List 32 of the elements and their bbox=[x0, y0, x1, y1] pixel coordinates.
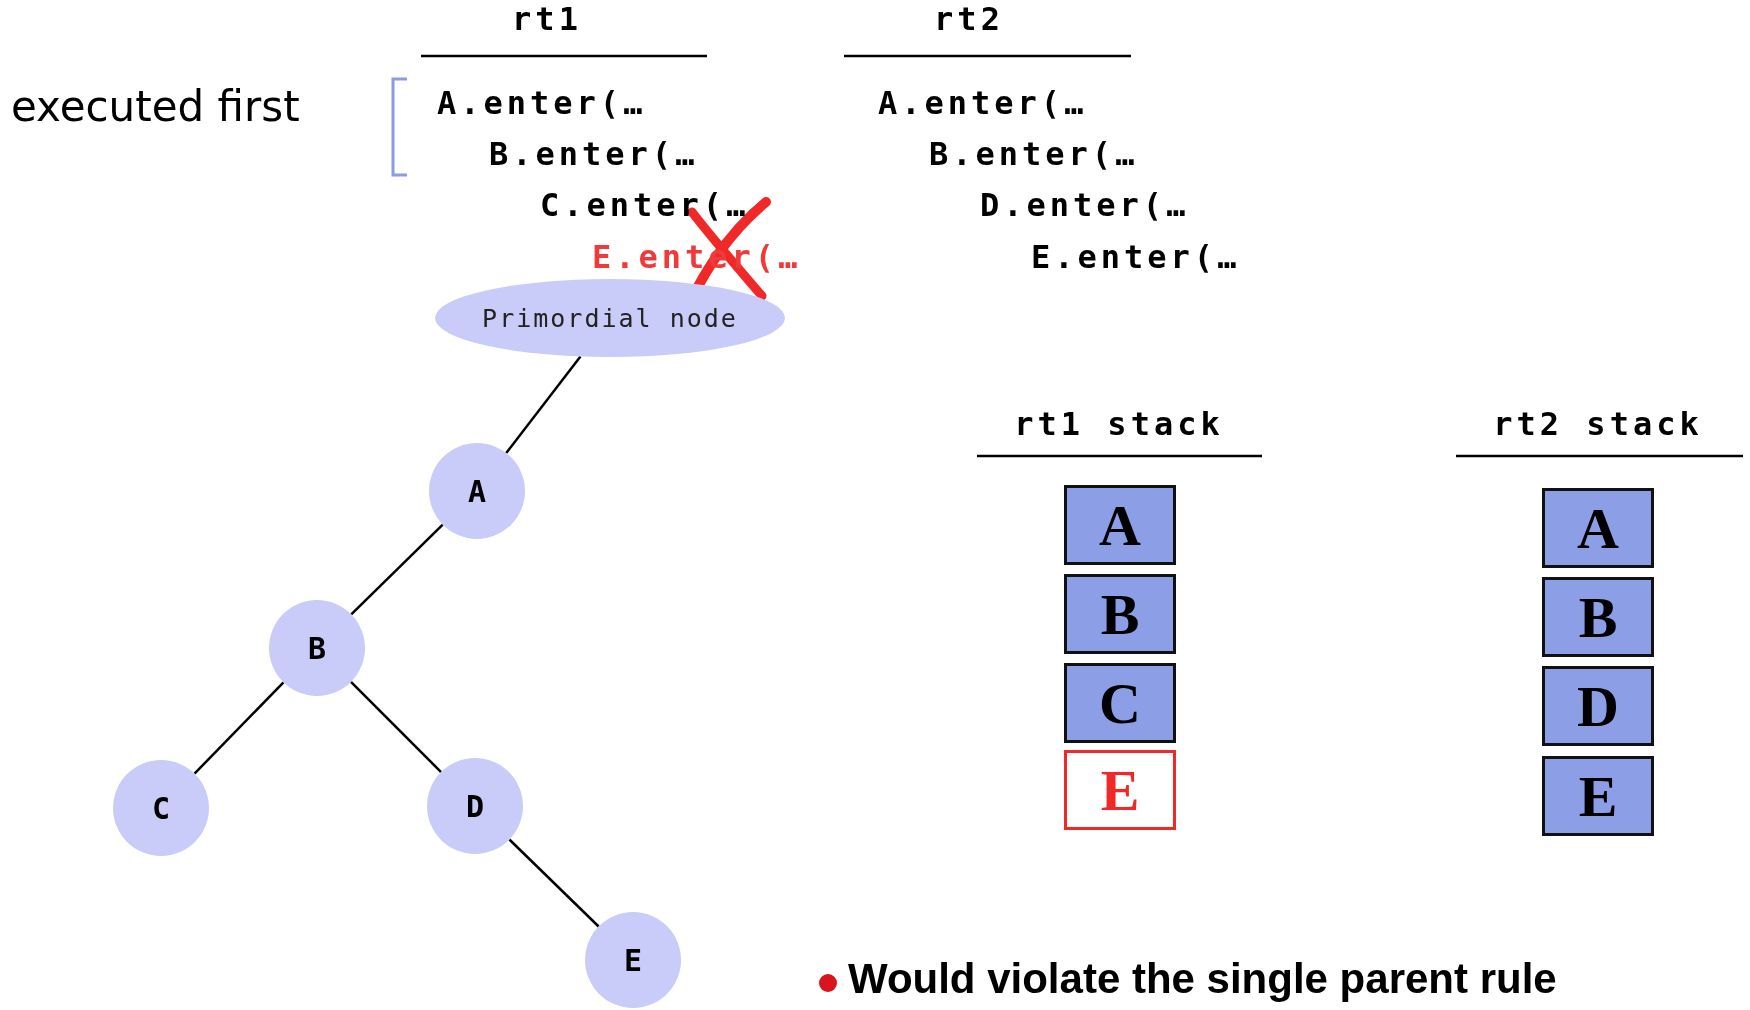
code-line: B.enter(… bbox=[489, 135, 699, 174]
stack-heading: rt2 stack bbox=[1493, 405, 1703, 444]
connector-line bbox=[193, 681, 285, 775]
column-heading: rt1 bbox=[512, 0, 582, 39]
connector-line bbox=[350, 681, 442, 773]
connector-line bbox=[508, 838, 600, 928]
annotation: executed first bbox=[11, 82, 300, 133]
stack-frame-box: A bbox=[1064, 485, 1176, 565]
code-line: B.enter(… bbox=[929, 135, 1139, 174]
stack-frame-box: C bbox=[1064, 663, 1176, 743]
code-line: C.enter(… bbox=[540, 186, 750, 225]
ellipse-node: Primordial node bbox=[435, 279, 785, 357]
tree-node-circle: E bbox=[585, 912, 681, 1008]
stack-frame-box: D bbox=[1542, 666, 1654, 746]
column-heading: rt2 bbox=[934, 0, 1004, 39]
stack-frame-box: B bbox=[1064, 574, 1176, 654]
tree-node-circle: C bbox=[113, 760, 209, 856]
stack-heading: rt1 stack bbox=[1014, 405, 1224, 444]
tree-node-circle: A bbox=[429, 443, 525, 539]
stack-frame-box: E bbox=[1064, 750, 1176, 830]
code-line: A.enter(… bbox=[437, 84, 647, 123]
connector-line bbox=[505, 355, 582, 454]
tree-node-circle: D bbox=[427, 758, 523, 854]
stack-frame-box: B bbox=[1542, 577, 1654, 657]
tree-node-circle: B bbox=[269, 600, 365, 696]
stack-frame-box: E bbox=[1542, 756, 1654, 836]
stack-frame-box: A bbox=[1542, 488, 1654, 568]
code-line: A.enter(… bbox=[878, 84, 1088, 123]
connector-line bbox=[350, 523, 444, 616]
bullet-text: Would violate the single parent rule bbox=[848, 954, 1557, 1004]
code-line: D.enter(… bbox=[980, 186, 1190, 225]
code-line: E.enter(… bbox=[1031, 238, 1241, 277]
